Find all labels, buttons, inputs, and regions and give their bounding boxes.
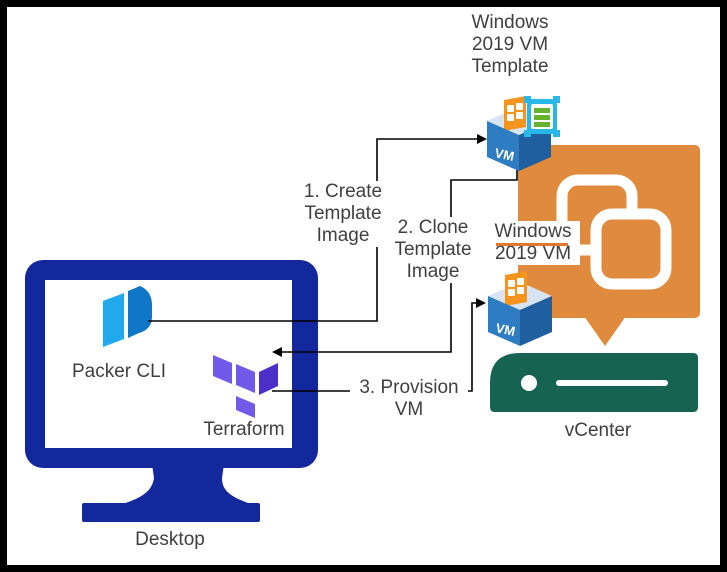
vm-badge-text: VM [494,320,516,339]
step2-clone-template-label: 2. Clone Template Image [386,217,480,283]
vcenter-server-icon [490,353,698,412]
terraform-block-left [213,355,232,384]
monitor-base [82,503,260,522]
terraform-block-right [259,363,278,395]
connector-arrowheads [272,134,487,357]
packer-logo-dark-shape [128,286,152,338]
connector-clone-template [281,162,518,353]
monitor-stand [123,464,251,504]
arrowhead-clone-icon [272,347,282,357]
vm-template-box-front [487,121,519,171]
vm-template-label: Windows 2019 VM Template [471,12,549,77]
packer-logo-light-shape [103,293,124,347]
arrowhead-provision-icon [476,298,486,308]
desktop-label: Desktop [135,529,205,550]
terraform-block-middle [236,364,255,393]
vm-template-badge-text: VM [493,145,515,164]
windows-label-underline [496,243,568,246]
arrowhead-create-icon [477,134,487,144]
windows-logo [507,103,523,121]
vsphere-bubble-pointer [584,316,626,346]
vm-template-icon: VM [487,96,560,171]
step3-provision-vm-label: 3. Provision VM [350,377,468,421]
packer-cli-label: Packer CLI [72,361,166,382]
terraform-label: Terraform [203,419,285,440]
vcenter-server-led [521,375,537,391]
monitor-screen [45,280,292,448]
vcenter-label: vCenter [564,420,632,441]
vm-box-front [488,296,520,346]
desktop-monitor [25,260,318,522]
terraform-logo-icon [213,355,278,418]
vsphere-icon [518,145,700,346]
vcenter-server-slot [556,380,668,386]
packer-logo-icon [103,286,152,347]
windows-logo [508,278,524,296]
template-badge-icon [524,96,560,137]
terraform-block-bottom [236,396,255,418]
vm-icon: VM [488,271,552,346]
vm-box-side [520,296,552,346]
step1-create-template-label: 1. Create Template Image [294,181,392,247]
vsphere-link-square-bottom [590,208,672,290]
